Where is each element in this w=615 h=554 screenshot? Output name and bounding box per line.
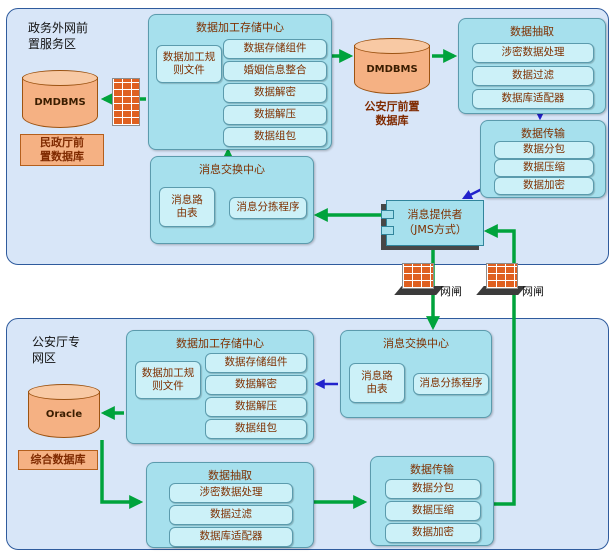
message-router-box: 消息路 由表: [159, 187, 215, 227]
component-box: 数据加密: [385, 523, 481, 543]
message-sorter-box: 消息分拣程序: [413, 373, 489, 395]
oracle-db-label: 综合数据库: [18, 450, 98, 470]
police-front-db-cylinder: DMDBMS: [354, 38, 430, 94]
top-data-extract: 数据抽取 涉密数据处理 数据过滤 数据库适配器: [458, 18, 606, 114]
component-box: 数据过滤: [169, 505, 293, 525]
component-box: 涉密数据处理: [169, 483, 293, 503]
component-box: 数据组包: [205, 419, 307, 439]
civil-front-db-label: 民政厅前 置数据库: [20, 134, 104, 166]
module-title: 数据加工存储中心: [196, 21, 284, 34]
component-box: 数据存储组件: [223, 39, 327, 59]
top-message-exchange-center: 消息交换中心 消息路 由表 消息分拣程序: [150, 156, 314, 244]
cylinder-top: [354, 38, 430, 54]
component-box: 数据存储组件: [205, 353, 307, 373]
jms-message-provider: 消息提供者 （JMS方式）: [381, 200, 484, 246]
component-box: 数据压缩: [385, 501, 481, 521]
cylinder-top: [22, 70, 98, 86]
oracle-db-cylinder: Oracle: [28, 384, 100, 438]
component-box: 数据分包: [494, 141, 594, 159]
provider-label: 消息提供者 （JMS方式）: [403, 208, 467, 236]
module-title: 数据传输: [521, 127, 565, 140]
gate-label-right: 网闸: [522, 285, 544, 298]
message-sorter-box: 消息分拣程序: [229, 197, 307, 219]
bottom-data-transmit: 数据传输 数据分包 数据压缩 数据加密: [370, 456, 494, 546]
module-title: 消息交换中心: [199, 163, 265, 176]
bottom-data-extract: 数据抽取 涉密数据处理 数据过滤 数据库适配器: [146, 462, 314, 548]
gate-firewall-icon: [402, 263, 434, 289]
module-title: 数据抽取: [510, 25, 554, 38]
component-box: 数据组包: [223, 127, 327, 147]
component-box: 涉密数据处理: [472, 43, 594, 63]
db-engine-label: Oracle: [45, 408, 83, 420]
component-box: 数据库适配器: [169, 527, 293, 547]
top-data-transmit: 数据传输 数据分包 数据压缩 数据加密: [480, 120, 606, 198]
bottom-message-exchange-center: 消息交换中心 消息路 由表 消息分拣程序: [340, 330, 492, 418]
module-title: 数据加工存储中心: [176, 337, 264, 350]
cylinder-top: [28, 384, 100, 400]
component-box: 数据加密: [494, 177, 594, 195]
component-box: 数据解密: [205, 375, 307, 395]
bottom-processing-storage-center: 数据加工存储中心 数据加工规 则文件 数据存储组件 数据解密 数据解压 数据组包: [126, 330, 314, 444]
zone-label-external: 政务外网前 置服务区: [28, 21, 89, 52]
module-title: 数据传输: [410, 463, 454, 476]
component-box: 数据解压: [223, 105, 327, 125]
component-box: 数据过滤: [472, 66, 594, 86]
rule-file-box: 数据加工规 则文件: [156, 45, 222, 83]
rule-file-box: 数据加工规 则文件: [135, 361, 201, 399]
component-box: 数据分包: [385, 479, 481, 499]
component-box: 数据解密: [223, 83, 327, 103]
top-processing-storage-center: 数据加工存储中心 数据加工规 则文件 数据存储组件 婚姻信息整合 数据解密 数据…: [148, 14, 332, 150]
message-router-box: 消息路 由表: [349, 363, 405, 403]
module-title: 数据抽取: [208, 469, 252, 482]
db-engine-label: DMDBMS: [34, 96, 86, 108]
module-title: 消息交换中心: [383, 337, 449, 350]
component-box: 数据解压: [205, 397, 307, 417]
component-box: 数据压缩: [494, 159, 594, 177]
component-box: 婚姻信息整合: [223, 61, 327, 81]
firewall-icon: [112, 78, 140, 126]
gate-firewall-icon: [486, 263, 518, 289]
db-engine-label: DMDBMS: [366, 63, 418, 75]
component-box: 数据库适配器: [472, 89, 594, 109]
gate-label-left: 网闸: [440, 285, 462, 298]
civil-front-db-cylinder: DMDBMS: [22, 70, 98, 128]
police-front-db-label: 公安厅前置 数据库: [364, 100, 420, 128]
zone-label-police: 公安厅专 网区: [32, 335, 81, 366]
